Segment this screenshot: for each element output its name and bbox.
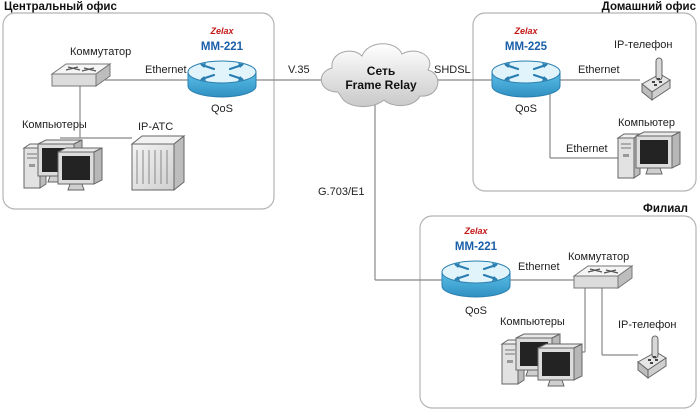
- branch-router-model: MM-221: [455, 241, 498, 253]
- cloud-label-line2: Frame Relay: [345, 78, 417, 92]
- central-computers: [23, 139, 103, 191]
- branch-switch-label: Коммутатор: [568, 251, 629, 263]
- link-label-branch-ethernet: Ethernet: [518, 261, 560, 273]
- link-label-v35: V.35: [288, 64, 310, 76]
- link-label-home-phone-ethernet: Ethernet: [578, 64, 620, 76]
- home-router-logo: Zelax: [513, 26, 538, 36]
- central-pbx-label: IP-АТС: [138, 121, 173, 133]
- central-switch-label: Коммутатор: [70, 46, 131, 58]
- branch-router-qos: QoS: [465, 305, 487, 317]
- branch-office-title: Филиал: [643, 203, 688, 215]
- branch-phone-label: IP-телефон: [618, 319, 677, 331]
- home-router: Zelax MM-225 QoS: [490, 26, 562, 115]
- central-router-logo: Zelax: [209, 26, 234, 36]
- link-label-central-ethernet: Ethernet: [145, 64, 187, 76]
- home-router-qos: QoS: [515, 103, 537, 115]
- central-router-model: MM-221: [201, 41, 244, 53]
- cloud-label-line1: Сеть: [367, 64, 395, 78]
- branch-switch: [573, 265, 633, 289]
- home-phone-label: IP-телефон: [614, 39, 673, 51]
- branch-router-logo: Zelax: [463, 226, 488, 236]
- branch-computers-label: Компьютеры: [500, 316, 565, 328]
- link-label-g703: G.703/E1: [318, 186, 364, 198]
- home-router-model: MM-225: [505, 41, 548, 53]
- central-router-qos: QoS: [211, 103, 233, 115]
- central-router: Zelax MM-221 QoS: [186, 26, 258, 115]
- home-computer-label: Компьютер: [618, 117, 675, 129]
- branch-router: Zelax MM-221 QoS: [440, 226, 512, 317]
- central-switch: [51, 63, 111, 87]
- central-pbx: [130, 134, 186, 192]
- frame-relay-cloud: Сеть Frame Relay: [321, 43, 439, 107]
- central-office-title: Центральный офис: [4, 1, 117, 13]
- link-label-shdsl: SHDSL: [434, 64, 471, 76]
- home-office-title: Домашний офис: [602, 1, 697, 13]
- central-computers-label: Компьютеры: [22, 119, 87, 131]
- link-label-home-computer-ethernet: Ethernet: [566, 143, 608, 155]
